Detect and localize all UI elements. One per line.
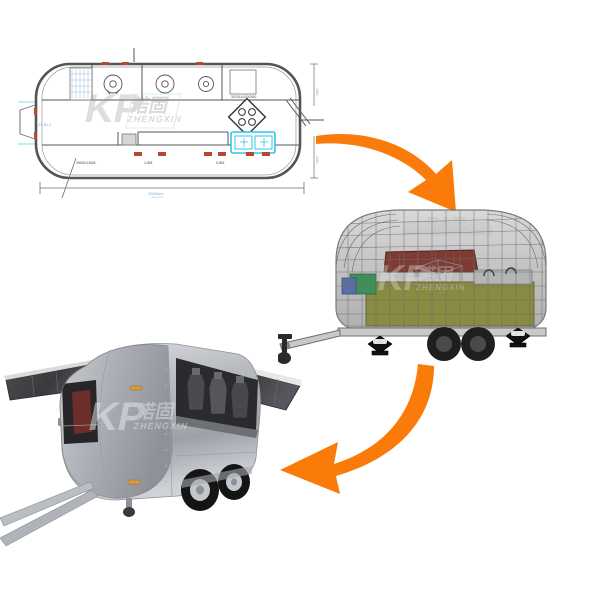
service-opening [62, 358, 258, 444]
watermark-photo: KP 诺固 ZHENGXIN [85, 393, 190, 438]
annotation-fridge: 320X400X500 [231, 94, 257, 99]
jockey-wheel [123, 498, 135, 517]
annotation-top: 2900X900 [180, 48, 200, 49]
watermark-brand-cn: 诺固 [417, 264, 455, 285]
sink-fixture-symbols [103, 74, 214, 95]
watermark-wireframe: KP 诺固 ZHENGXIN [374, 257, 466, 298]
stove-4-burner-symbol [227, 97, 267, 137]
arrow-2-shape [280, 364, 434, 494]
rivet-line [101, 369, 167, 483]
annotation-bottom-sub: LENGTH [150, 196, 164, 198]
tandem-axle-wheels [427, 327, 495, 361]
body-inner-outline [41, 66, 297, 176]
watermark-logo: KP [85, 393, 150, 438]
watermark-logo: KP [374, 257, 433, 298]
rear-door-swing [285, 97, 324, 127]
wireframe-mesh [336, 210, 546, 335]
arrow-1-shape [316, 133, 456, 212]
watermark-brand-en: ZHENGXIN [133, 421, 190, 431]
watermark-brand-en: ZHENGXIN [415, 283, 466, 292]
watermark-brand-cn: 诺固 [134, 400, 177, 423]
annotation-bottom: 4300mm [148, 191, 164, 196]
dim-label-1: 1.5M [144, 161, 152, 165]
double-basin-sink-symbol [230, 131, 276, 154]
a-frame-tongue [0, 481, 99, 547]
side-marker-lamp [127, 385, 143, 485]
top-leader-line [133, 48, 135, 62]
wireframe-3d-model: BAR [278, 196, 578, 376]
annotation-left: ZX-BJ-1 [38, 123, 51, 127]
shell-curvature-arcs [335, 213, 547, 273]
jack-inner-plates [373, 331, 525, 344]
finished-trailer-photo: KP 诺固 ZHENGXIN [0, 330, 310, 570]
right-dim-label-2: 1650 [315, 156, 319, 164]
arrow-blueprint-to-wireframe [300, 100, 480, 230]
body-panel-seams [61, 345, 257, 499]
right-dimension-marks [310, 63, 318, 179]
wheel-skirt [182, 466, 252, 488]
bottom-dimension-line [39, 157, 305, 198]
red-interior-unit [72, 390, 92, 434]
cabinet-hatching [70, 70, 92, 98]
right-dim-label-1: 1650 [315, 88, 319, 96]
blueprint-drawing: 2900X900 320X400X500 ZX-BJ-1 1650 1650 4… [18, 48, 338, 198]
door-handle [58, 418, 61, 426]
coupler-jack [278, 334, 292, 364]
watermark-blueprint: KP 诺固 ZHENGXIN [81, 85, 183, 130]
dim-label-2: 0.8M [216, 161, 224, 165]
wall-marker-symbols [34, 62, 270, 156]
chassis-frame [279, 327, 547, 351]
arrow-wireframe-to-photo [278, 360, 443, 510]
watermark-brand-cn: 诺固 [128, 94, 171, 117]
counter-top [365, 281, 535, 327]
watermark-logo: KP [81, 85, 146, 130]
dim-label-3: 2900X1300L [76, 161, 96, 165]
service-counter [176, 416, 258, 438]
beverage-dispensers [186, 368, 250, 419]
watermark-brand-en: ZHENGXIN [126, 114, 183, 124]
